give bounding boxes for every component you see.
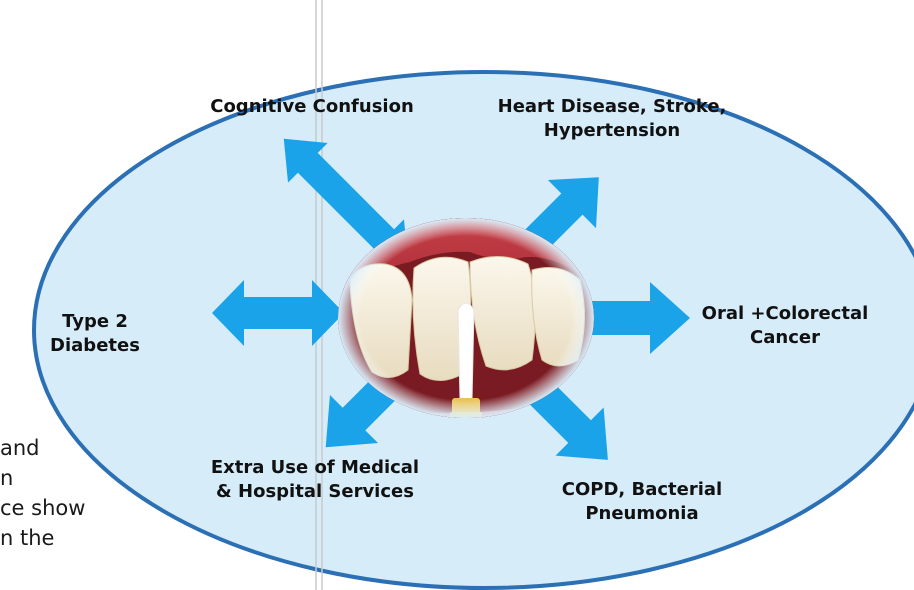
background-text-line2: n <box>0 466 13 491</box>
background-text-line3: ce show <box>0 496 85 521</box>
label-cognitive-confusion: Cognitive Confusion <box>172 95 452 119</box>
label-heart-line1: Heart Disease, Stroke, <box>462 95 762 119</box>
label-cancer: Oral +Colorectal Cancer <box>670 302 900 350</box>
label-copd: COPD, Bacterial Pneumonia <box>522 478 762 526</box>
label-heart-disease: Heart Disease, Stroke, Hypertension <box>462 95 762 143</box>
label-medical-line2: & Hospital Services <box>170 480 460 504</box>
label-copd-line1: COPD, Bacterial <box>522 478 762 502</box>
label-cognitive-text: Cognitive Confusion <box>210 96 414 117</box>
label-heart-line2: Hypertension <box>462 119 762 143</box>
label-cancer-line2: Cancer <box>670 326 900 350</box>
label-diabetes-line2: Diabetes <box>30 334 160 358</box>
label-cancer-line1: Oral +Colorectal <box>670 302 900 326</box>
label-medical-services: Extra Use of Medical & Hospital Services <box>170 456 460 504</box>
label-copd-line2: Pneumonia <box>522 502 762 526</box>
label-diabetes-line1: Type 2 <box>30 310 160 334</box>
label-type2-diabetes: Type 2 Diabetes <box>30 310 160 358</box>
background-text-line4: n the <box>0 526 54 551</box>
label-medical-line1: Extra Use of Medical <box>170 456 460 480</box>
background-text-line1: and <box>0 436 40 461</box>
